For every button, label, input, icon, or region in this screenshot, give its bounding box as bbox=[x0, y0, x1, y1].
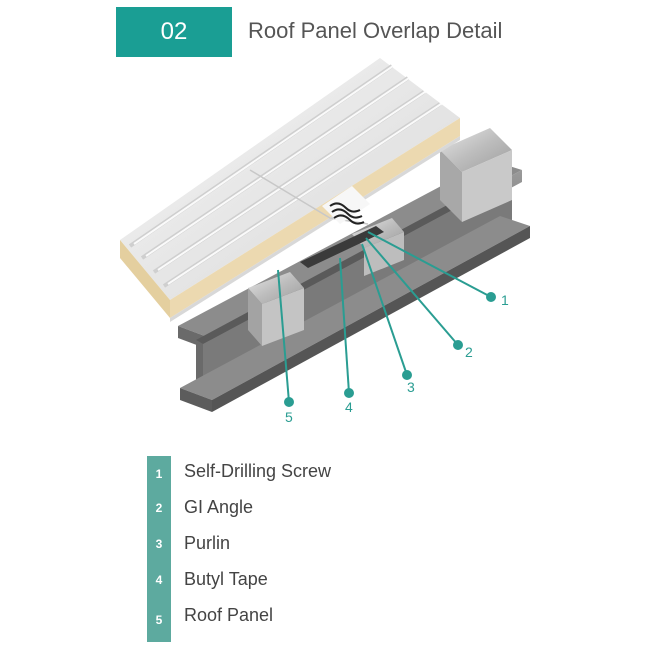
callout-label-5: 5 bbox=[285, 409, 293, 425]
callout-label-4: 4 bbox=[345, 399, 353, 415]
roof-panel bbox=[120, 58, 460, 322]
gi-angle bbox=[248, 128, 512, 346]
section-number-badge: 02 bbox=[116, 7, 232, 57]
callout-leaders bbox=[277, 231, 496, 407]
callout-label-1: 1 bbox=[501, 292, 509, 308]
callout-label-3: 3 bbox=[407, 379, 415, 395]
legend-item: 1 Self-Drilling Screw bbox=[147, 454, 467, 492]
legend-item: 5 Roof Panel bbox=[147, 598, 467, 642]
butyl-tape bbox=[300, 226, 384, 268]
callout-dot-1 bbox=[486, 292, 496, 302]
callout-label-2: 2 bbox=[465, 344, 473, 360]
page-title: Roof Panel Overlap Detail bbox=[248, 18, 503, 43]
callout-dot-2 bbox=[453, 340, 463, 350]
legend-label: GI Angle bbox=[184, 497, 254, 517]
legend: 1 Self-Drilling Screw 2 GI Angle 3 Purli… bbox=[147, 454, 467, 642]
legend-number: 1 bbox=[147, 456, 171, 492]
legend-item: 4 Butyl Tape bbox=[147, 562, 467, 598]
legend-number: 3 bbox=[147, 526, 171, 562]
legend-label: Roof Panel bbox=[184, 605, 274, 625]
legend-item: 2 GI Angle bbox=[147, 490, 467, 526]
legend-label: Butyl Tape bbox=[184, 569, 268, 589]
legend-label: Self-Drilling Screw bbox=[184, 461, 332, 481]
callout-dot-3 bbox=[402, 370, 412, 380]
legend-number: 5 bbox=[147, 598, 171, 642]
legend-number: 4 bbox=[147, 562, 171, 598]
callout-dot-4 bbox=[344, 388, 354, 398]
legend-label: Purlin bbox=[184, 533, 231, 553]
legend-item: 3 Purlin bbox=[147, 526, 467, 562]
legend-number: 2 bbox=[147, 490, 171, 526]
callout-dot-5 bbox=[284, 397, 294, 407]
